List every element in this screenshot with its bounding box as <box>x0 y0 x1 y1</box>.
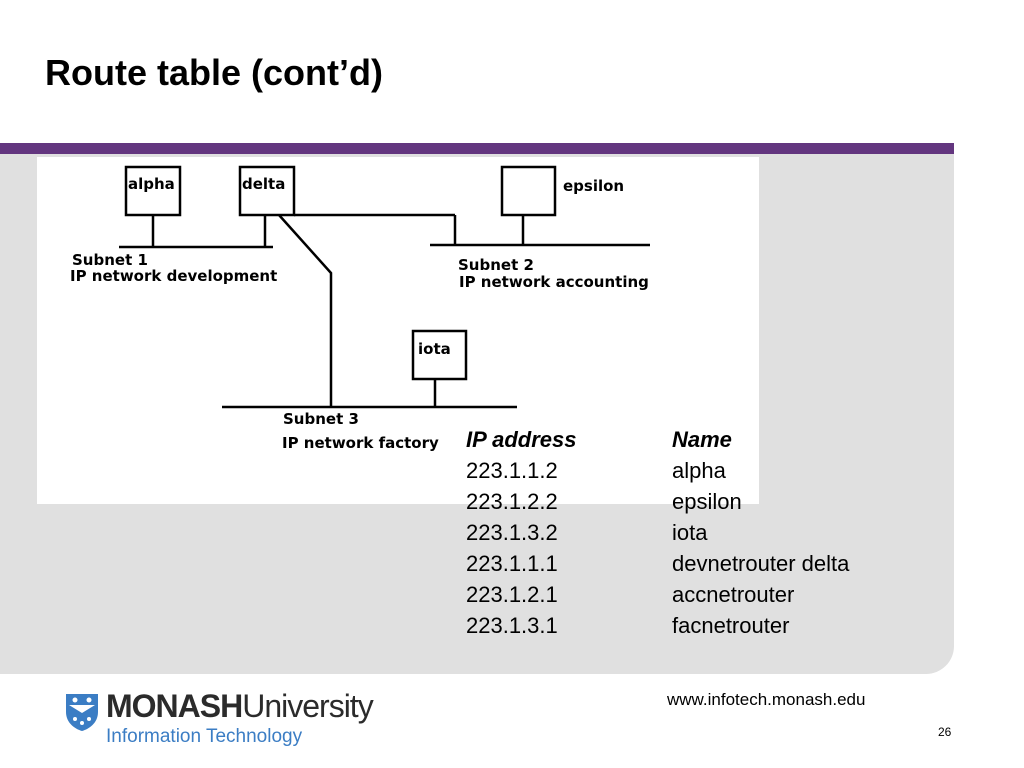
subnet1-desc: IP network development <box>70 267 277 285</box>
table-header-row: IP address Name <box>466 424 849 455</box>
header-ip-address: IP address <box>466 427 577 452</box>
name-cell: facnetrouter <box>672 613 790 638</box>
slide-title: Route table (cont’d) <box>45 52 383 93</box>
network-diagram: alpha delta epsilon iota Subnet 1 IP net… <box>37 157 759 504</box>
table-row: 223.1.3.1 facnetrouter <box>466 610 849 641</box>
name-cell: devnetrouter delta <box>672 551 850 576</box>
subnet1-name: Subnet 1 <box>72 251 148 269</box>
logo-subtitle: Information Technology <box>106 726 303 747</box>
ip-cell: 223.1.3.1 <box>466 613 558 638</box>
name-cell: alpha <box>672 458 726 483</box>
label-epsilon: epsilon <box>563 177 624 195</box>
subnet3-desc: IP network factory <box>282 434 439 452</box>
route-table: IP address Name 223.1.1.2 alpha 223.1.2.… <box>466 424 849 641</box>
monash-shield-icon <box>64 692 100 737</box>
ip-cell: 223.1.2.1 <box>466 582 558 607</box>
ip-cell: 223.1.2.2 <box>466 489 558 514</box>
subnet2-name: Subnet 2 <box>458 256 534 274</box>
host-box-epsilon <box>500 165 557 217</box>
table-row: 223.1.2.1 accnetrouter <box>466 579 849 610</box>
table-row: 223.1.3.2 iota <box>466 517 849 548</box>
label-delta: delta <box>242 175 285 193</box>
monash-logo: MONASHUniversity Information Technology <box>62 688 402 750</box>
name-cell: epsilon <box>672 489 742 514</box>
host-box-delta <box>238 165 296 217</box>
delta-link-subnet3 <box>278 214 333 407</box>
logo-word-monash: MONASH <box>106 688 243 724</box>
label-iota: iota <box>418 340 451 358</box>
page-number: 26 <box>938 725 952 739</box>
ip-cell: 223.1.1.2 <box>466 458 558 483</box>
name-cell: accnetrouter <box>672 582 795 607</box>
name-cell: iota <box>672 520 708 545</box>
table-row: 223.1.1.1 devnetrouter delta <box>466 548 849 579</box>
host-box-iota <box>411 329 468 381</box>
table-row: 223.1.2.2 epsilon <box>466 486 849 517</box>
accent-bar <box>0 143 954 154</box>
subnet3-name: Subnet 3 <box>283 410 359 428</box>
footer-url: www.infotech.monash.edu <box>667 690 866 709</box>
ip-cell: 223.1.1.1 <box>466 551 558 576</box>
logo-word-university: University <box>242 688 373 724</box>
label-alpha: alpha <box>128 175 175 193</box>
logo-wordmark: MONASHUniversity <box>106 688 374 725</box>
header-name: Name <box>672 427 732 452</box>
subnet2-desc: IP network accounting <box>459 273 649 291</box>
table-row: 223.1.1.2 alpha <box>466 455 849 486</box>
ip-cell: 223.1.3.2 <box>466 520 558 545</box>
